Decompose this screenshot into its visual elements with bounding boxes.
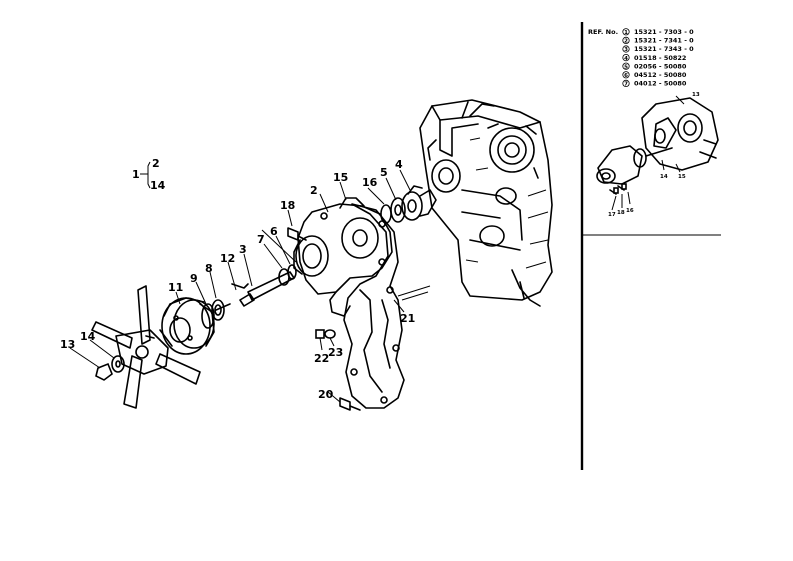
ref-mark-circle [622, 45, 630, 53]
water-pump-body [293, 197, 393, 317]
kit-callouts: 1 2 14 [132, 157, 166, 192]
ref-mark: 7 [624, 82, 628, 88]
ref-mark: 1 [624, 30, 628, 36]
leader-lines [69, 169, 411, 403]
callout: 13 [60, 338, 75, 351]
seal-and-impeller [380, 185, 437, 224]
ref-mark: 5 [624, 64, 628, 70]
ref-mark: 6 [624, 73, 628, 79]
kit-callout: 2 [152, 157, 160, 170]
callout: 15 [333, 171, 348, 184]
callout: 7 [257, 233, 265, 246]
shaft-assembly [215, 229, 297, 311]
ref-mark-circle [622, 79, 630, 88]
ref-mark: 4 [624, 56, 628, 62]
fan-blade [91, 285, 201, 409]
nut-and-washer [95, 355, 125, 381]
callout: 9 [190, 272, 198, 285]
ref-mark-circle [622, 28, 630, 36]
callout: 23 [328, 346, 343, 359]
ref-mark-circle [622, 71, 630, 79]
ref-header: REF. No. [588, 28, 618, 36]
reference-table: REF. No. 1 15321 - 7303 - 0 2 15321 - 7341 … [588, 28, 694, 88]
ref-mark: 2 [624, 39, 628, 45]
callout: 22 [314, 352, 329, 365]
ref-mark-circle [622, 62, 630, 70]
ref-rows: 1 15321 - 7303 - 0 2 15321 - 7341 - 0 3 15321… [622, 28, 694, 88]
kit-callout: 14 [150, 179, 166, 192]
inset-callout: 15 [678, 174, 686, 180]
ref-mark-circle [622, 53, 630, 62]
ref-part-number: 15321 - 7341 - 0 [634, 37, 694, 45]
ref-mark: 3 [624, 47, 628, 53]
callout: 3 [239, 243, 247, 256]
callout: 20 [318, 388, 334, 401]
inset-callout: 14 [660, 174, 668, 180]
ref-part-number: 01518 - 50822 [634, 54, 686, 62]
engine-block [419, 99, 553, 307]
callout: 8 [205, 262, 213, 275]
inset-callout: 17 [608, 212, 616, 218]
callout: 4 [395, 158, 403, 171]
kit-callout: 1 [132, 168, 140, 181]
inset-assembly: 13 14 15 16 17 18 [596, 92, 719, 218]
callout: 6 [270, 225, 278, 238]
callout: 12 [220, 252, 235, 265]
fan-pulley [161, 297, 225, 355]
callout: 2 [310, 184, 318, 197]
callout-labels: 2 15 16 5 4 18 7 6 3 12 8 9 11 14 13 21 … [60, 158, 415, 401]
ref-part-number: 04012 - 50080 [634, 80, 687, 88]
inset-callout: 16 [626, 208, 634, 214]
ref-part-number: 15321 - 7343 - 0 [634, 45, 694, 53]
callout: 21 [400, 312, 415, 325]
ref-part-number: 15321 - 7303 - 0 [634, 28, 694, 36]
inset-callout: 18 [617, 210, 625, 216]
callout: 16 [362, 176, 378, 189]
ref-part-number: 04512 - 50080 [634, 71, 687, 79]
inset-callout: 13 [692, 92, 700, 98]
bolt-18 [287, 227, 307, 241]
callout: 5 [380, 166, 388, 179]
callout: 14 [80, 330, 96, 343]
callout: 11 [168, 281, 183, 294]
ref-mark-circle [622, 36, 630, 45]
callout: 18 [280, 199, 295, 212]
panel-dividers [580, 22, 721, 470]
pump-gasket-plate [343, 203, 431, 409]
ref-part-number: 02056 - 50080 [634, 62, 687, 70]
